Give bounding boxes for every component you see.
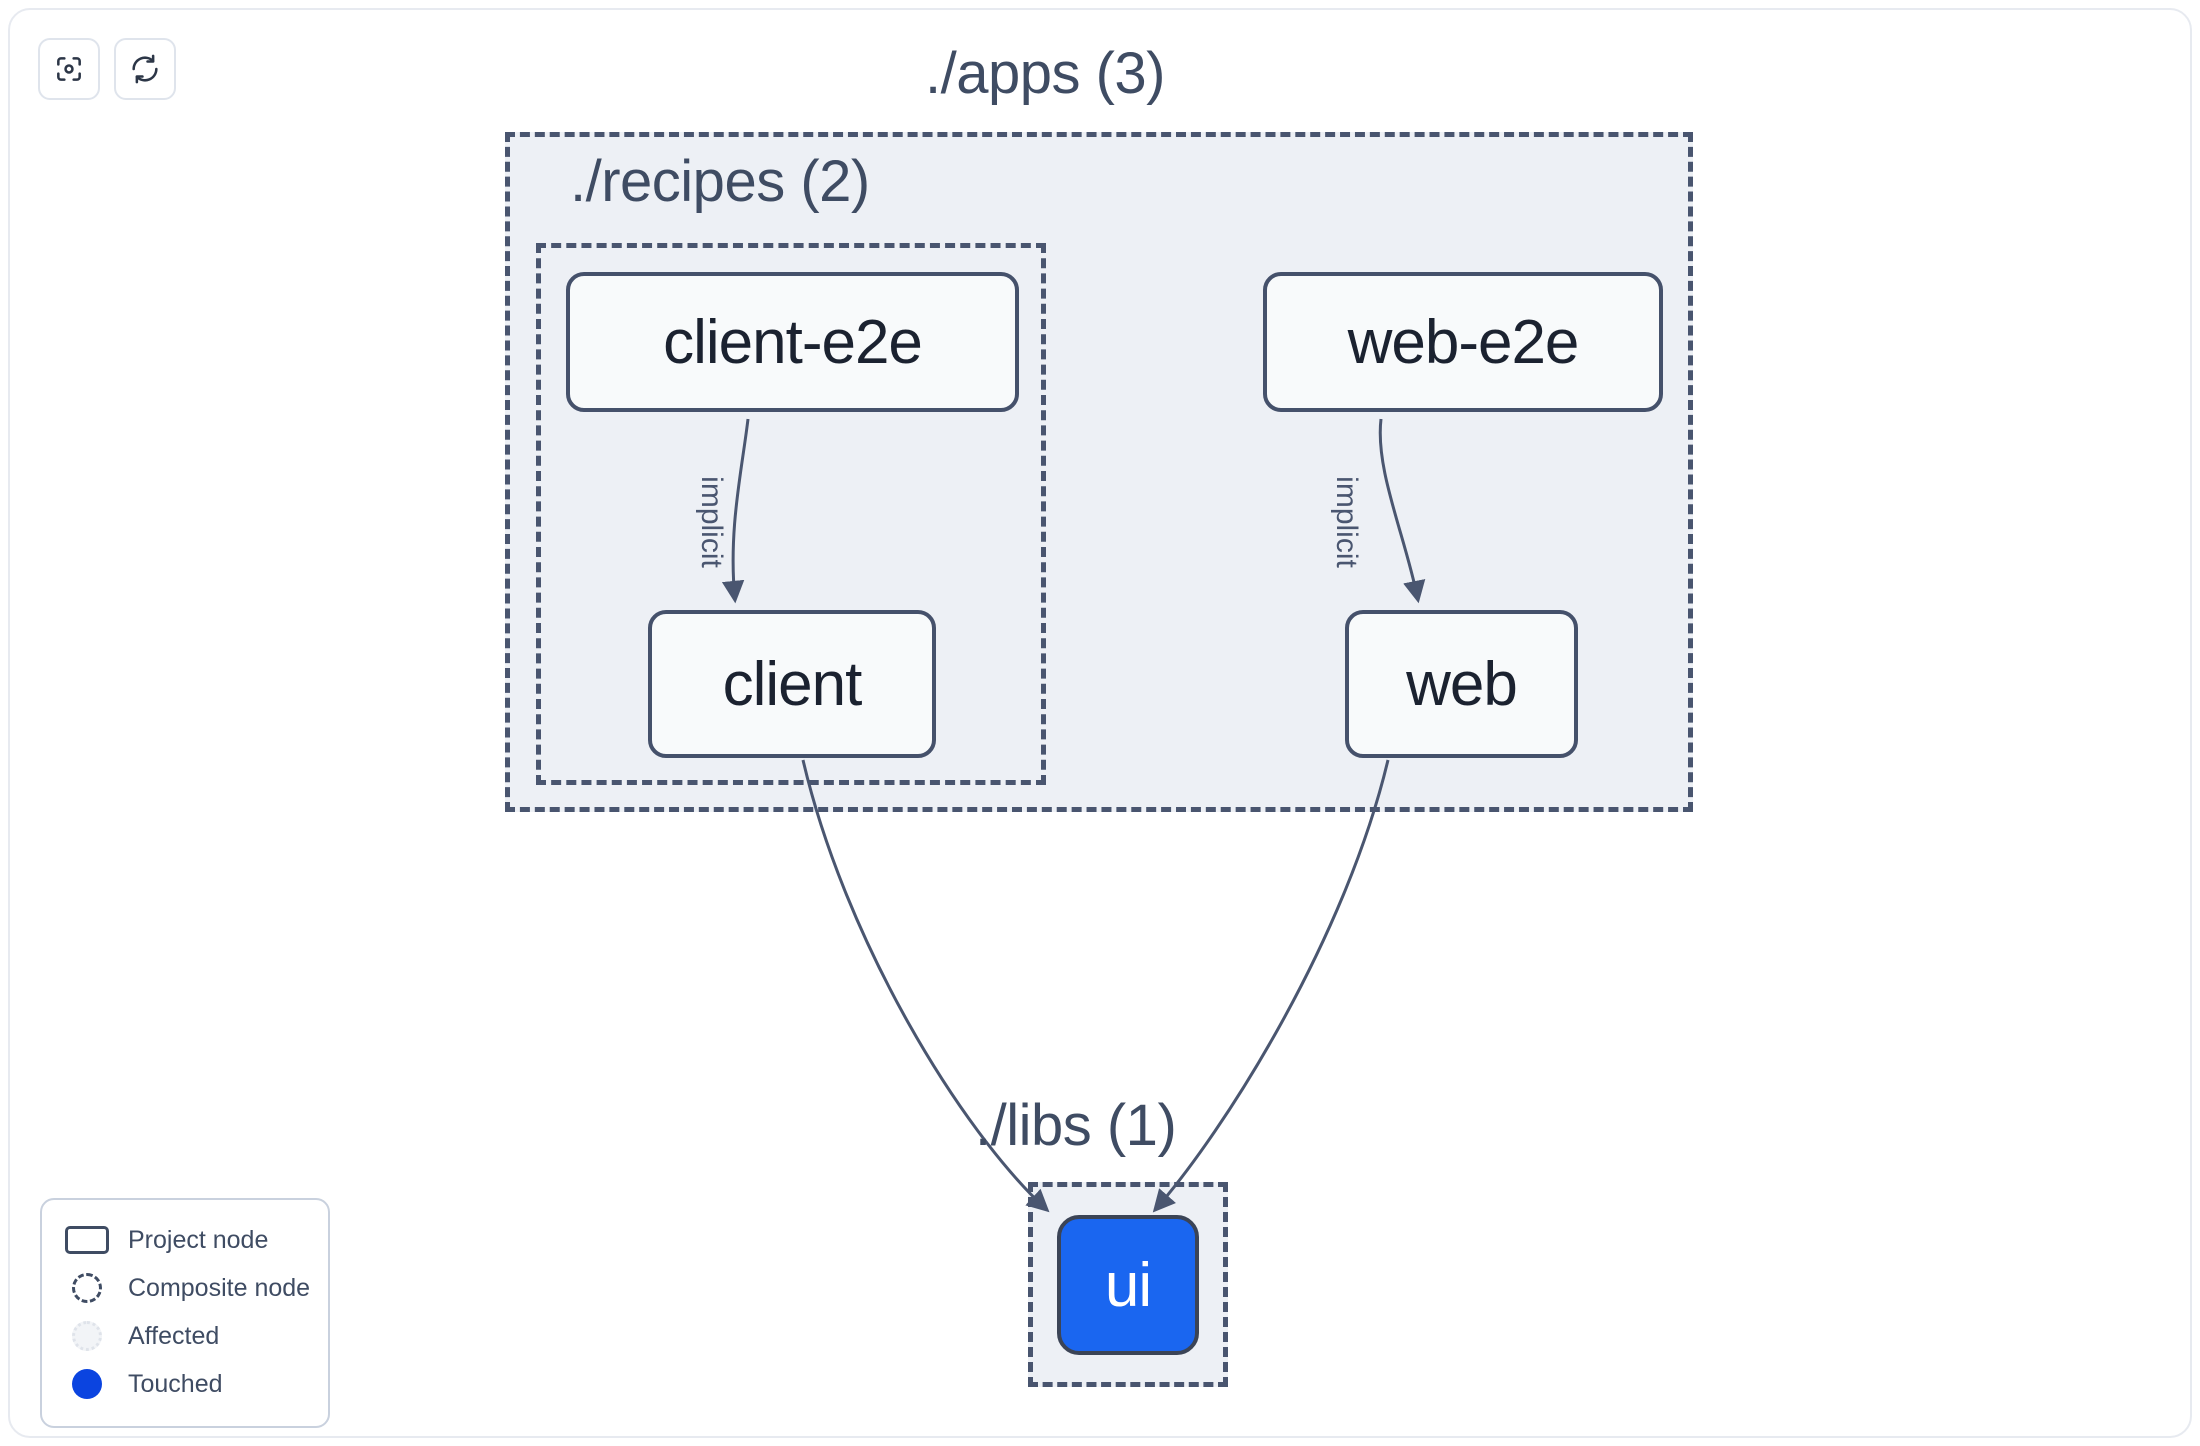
legend-item: Touched xyxy=(64,1360,310,1408)
composite-node-swatch xyxy=(64,1273,110,1303)
edge-label-web-e2e-web: implicit xyxy=(1329,476,1363,568)
focus-target-icon xyxy=(53,53,85,85)
project-node-web[interactable]: web xyxy=(1345,610,1578,758)
project-node-client-e2e[interactable]: client-e2e xyxy=(566,272,1019,412)
group-label-recipes: ./recipes (2) xyxy=(570,149,870,214)
focus-graph-button[interactable] xyxy=(38,38,100,100)
edge-label-client-e2e-client: implicit xyxy=(694,476,728,568)
refresh-icon xyxy=(129,53,161,85)
refresh-graph-button[interactable] xyxy=(114,38,176,100)
legend-item: Composite node xyxy=(64,1264,310,1312)
project-node-ui[interactable]: ui xyxy=(1057,1215,1199,1355)
group-label-apps: ./apps (3) xyxy=(925,41,1166,106)
legend-label: Affected xyxy=(128,1321,220,1350)
project-node-label: client xyxy=(722,649,863,719)
edge-web-to-ui xyxy=(1152,759,1390,1213)
edge-client-to-ui xyxy=(801,759,1050,1213)
edge-web-e2e-to-web xyxy=(1378,418,1426,604)
legend-label: Composite node xyxy=(128,1273,311,1302)
project-node-label: client-e2e xyxy=(663,307,923,377)
group-label-libs: ./libs (1) xyxy=(975,1093,1177,1158)
project-node-client[interactable]: client xyxy=(648,610,936,758)
legend-label: Touched xyxy=(128,1369,223,1398)
touched-swatch xyxy=(64,1369,110,1399)
graph-legend: Project node Composite node Affected Tou… xyxy=(40,1198,330,1428)
project-node-label: web xyxy=(1406,649,1518,719)
project-node-label: ui xyxy=(1104,1250,1152,1320)
legend-item: Affected xyxy=(64,1312,310,1360)
legend-label: Project node xyxy=(128,1225,269,1254)
legend-item: Project node xyxy=(64,1216,310,1264)
affected-swatch xyxy=(64,1321,110,1351)
graph-toolbar xyxy=(38,38,176,100)
project-node-swatch xyxy=(64,1225,110,1255)
project-node-web-e2e[interactable]: web-e2e xyxy=(1263,272,1663,412)
edge-client-e2e-to-client xyxy=(721,418,750,604)
project-node-label: web-e2e xyxy=(1347,307,1580,377)
